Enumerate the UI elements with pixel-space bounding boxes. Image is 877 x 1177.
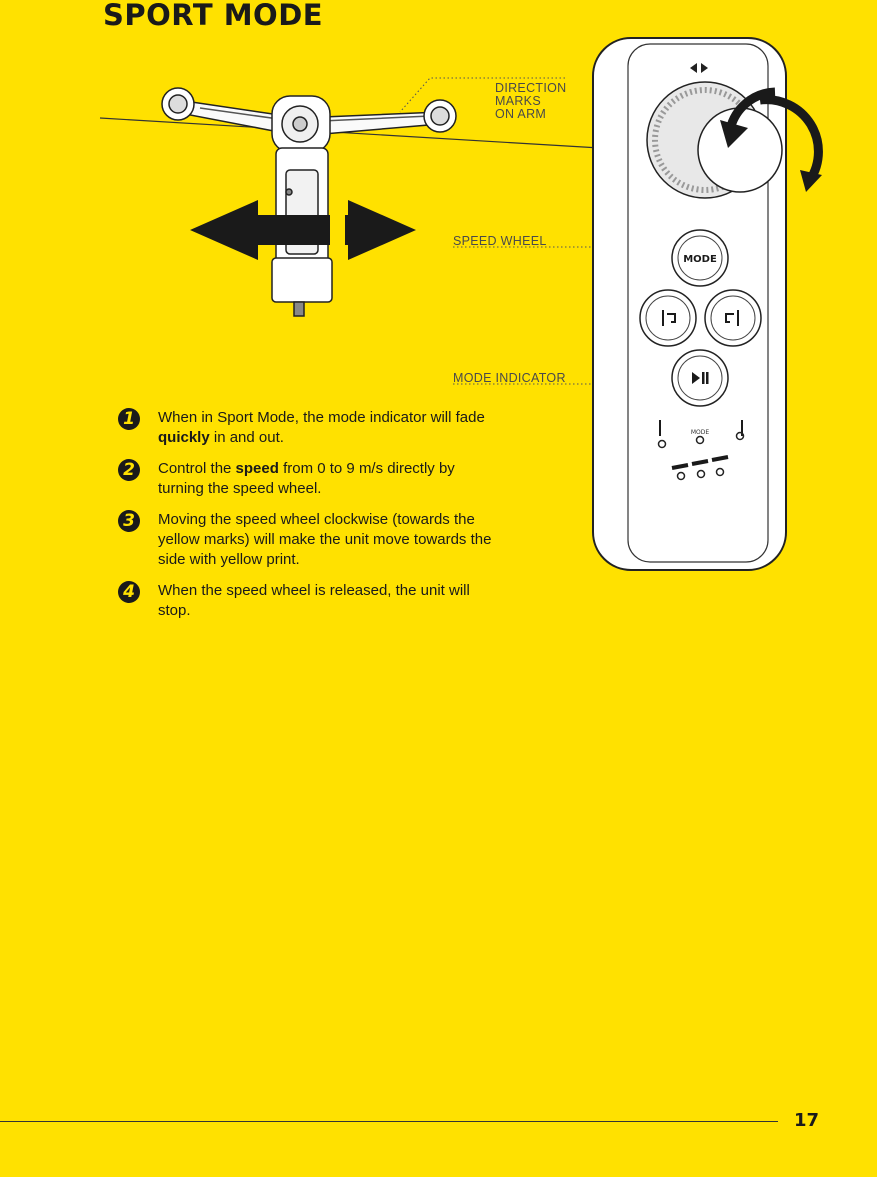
cable-cam-unit [161,87,457,317]
mode-button-label: MODE [683,254,717,265]
step-number: 2 [118,459,140,481]
step-4: 4 When the speed wheel is released, the … [118,581,498,621]
product-illustration: MODE MODE [99,37,823,571]
footer-rule [0,1121,778,1122]
step-number: 1 [118,408,140,430]
step-1: 1 When in Sport Mode, the mode indicator… [118,408,498,448]
mode-indicator-label: MODE [691,429,710,436]
step-number: 4 [118,581,140,603]
speed-wheel [646,81,783,199]
callout-mode-indicator: MODE INDICATOR [453,371,566,385]
arrow-right-icon [345,200,416,260]
step-2: 2 Control the speed from 0 to 9 m/s dire… [118,459,498,499]
step-3: 3 Moving the speed wheel clockwise (towa… [118,510,498,570]
steps-list: 1 When in Sport Mode, the mode indicator… [118,408,498,632]
arrow-left-icon [190,200,330,260]
remote-control [592,37,823,571]
play-icon [692,372,700,384]
mode-button [671,229,729,287]
back-button [639,289,697,347]
rotate-clockwise-icon [759,95,823,183]
page-title: SPORT MODE [103,0,324,32]
callout-direction-marks: DIRECTION MARKS ON ARM [495,81,567,121]
callout-speed-wheel: SPEED WHEEL [453,234,547,248]
page-number: 17 [794,1110,820,1131]
step-number: 3 [118,510,140,532]
forward-button [704,289,762,347]
